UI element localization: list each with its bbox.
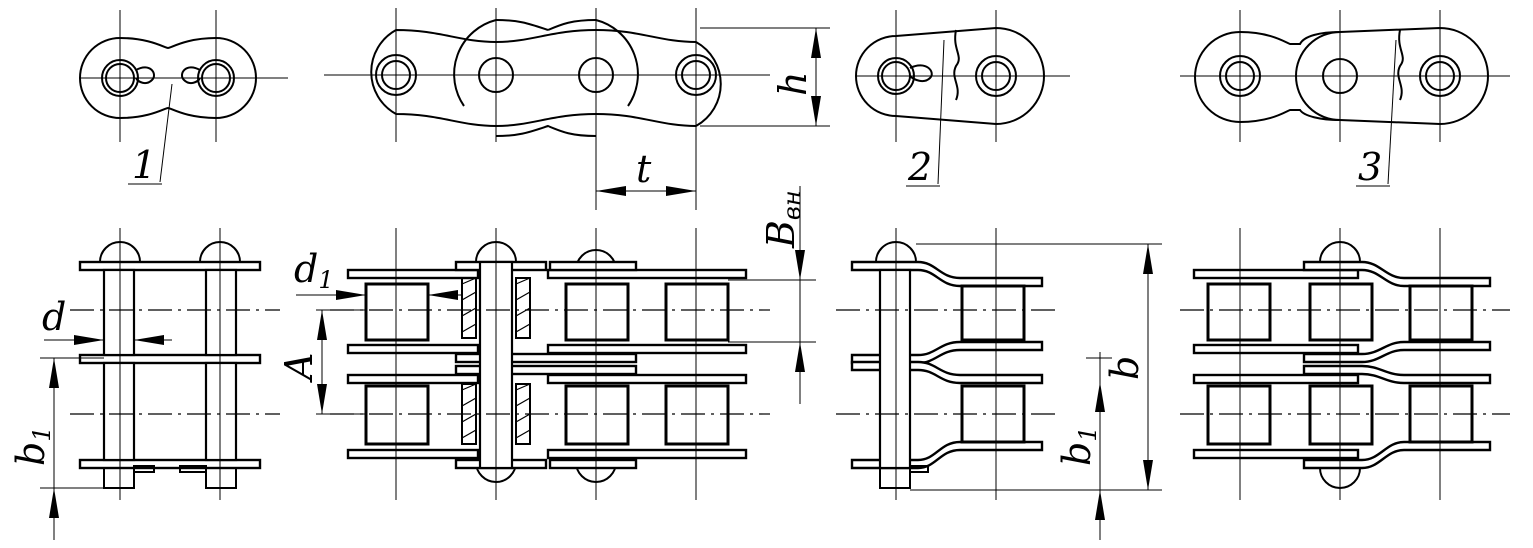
offset-link-assembled-side-view <box>1180 10 1510 142</box>
dimension-b1-left-label: b1 <box>9 426 56 466</box>
dimension-d-label: d <box>42 295 66 339</box>
dimension-h: h <box>700 27 830 127</box>
dimension-b-label: b <box>1103 356 1147 380</box>
dimension-t: t <box>596 147 696 196</box>
dimension-b1-right-label: b1 <box>1055 426 1102 466</box>
dimension-h-label: h <box>771 72 815 96</box>
dimension-d1-label: d1 <box>294 247 334 294</box>
offset-link-plan-view <box>836 228 1060 500</box>
chain-segment-side-view <box>324 8 770 210</box>
connecting-link-side-view <box>79 10 288 142</box>
dimension-b: b <box>916 243 1162 491</box>
callout-1: 1 <box>128 83 173 187</box>
dimension-d: d <box>42 295 172 345</box>
callout-2: 2 <box>906 39 945 189</box>
connecting-link-plan-view <box>70 228 280 500</box>
dimension-A: A <box>277 309 366 415</box>
offset-link-assembled-plan-view <box>1180 228 1510 500</box>
callout-3-label: 3 <box>1358 145 1382 189</box>
dimension-b1-right: b1 <box>910 352 1112 540</box>
offset-link-side-view <box>855 10 1070 142</box>
dimension-A-label: A <box>277 353 321 383</box>
dimension-b1-left: b1 <box>9 357 104 540</box>
dimension-t-label: t <box>636 147 652 191</box>
callout-2-label: 2 <box>907 145 932 189</box>
dimension-d1: d1 <box>294 247 462 300</box>
dimension-B-inner-label: Bвн <box>759 190 806 249</box>
callout-1-label: 1 <box>132 143 156 187</box>
callout-3: 3 <box>1356 39 1397 189</box>
dimension-B-inner: Bвн <box>728 186 816 404</box>
double-strand-chain-plan-view <box>330 228 770 500</box>
